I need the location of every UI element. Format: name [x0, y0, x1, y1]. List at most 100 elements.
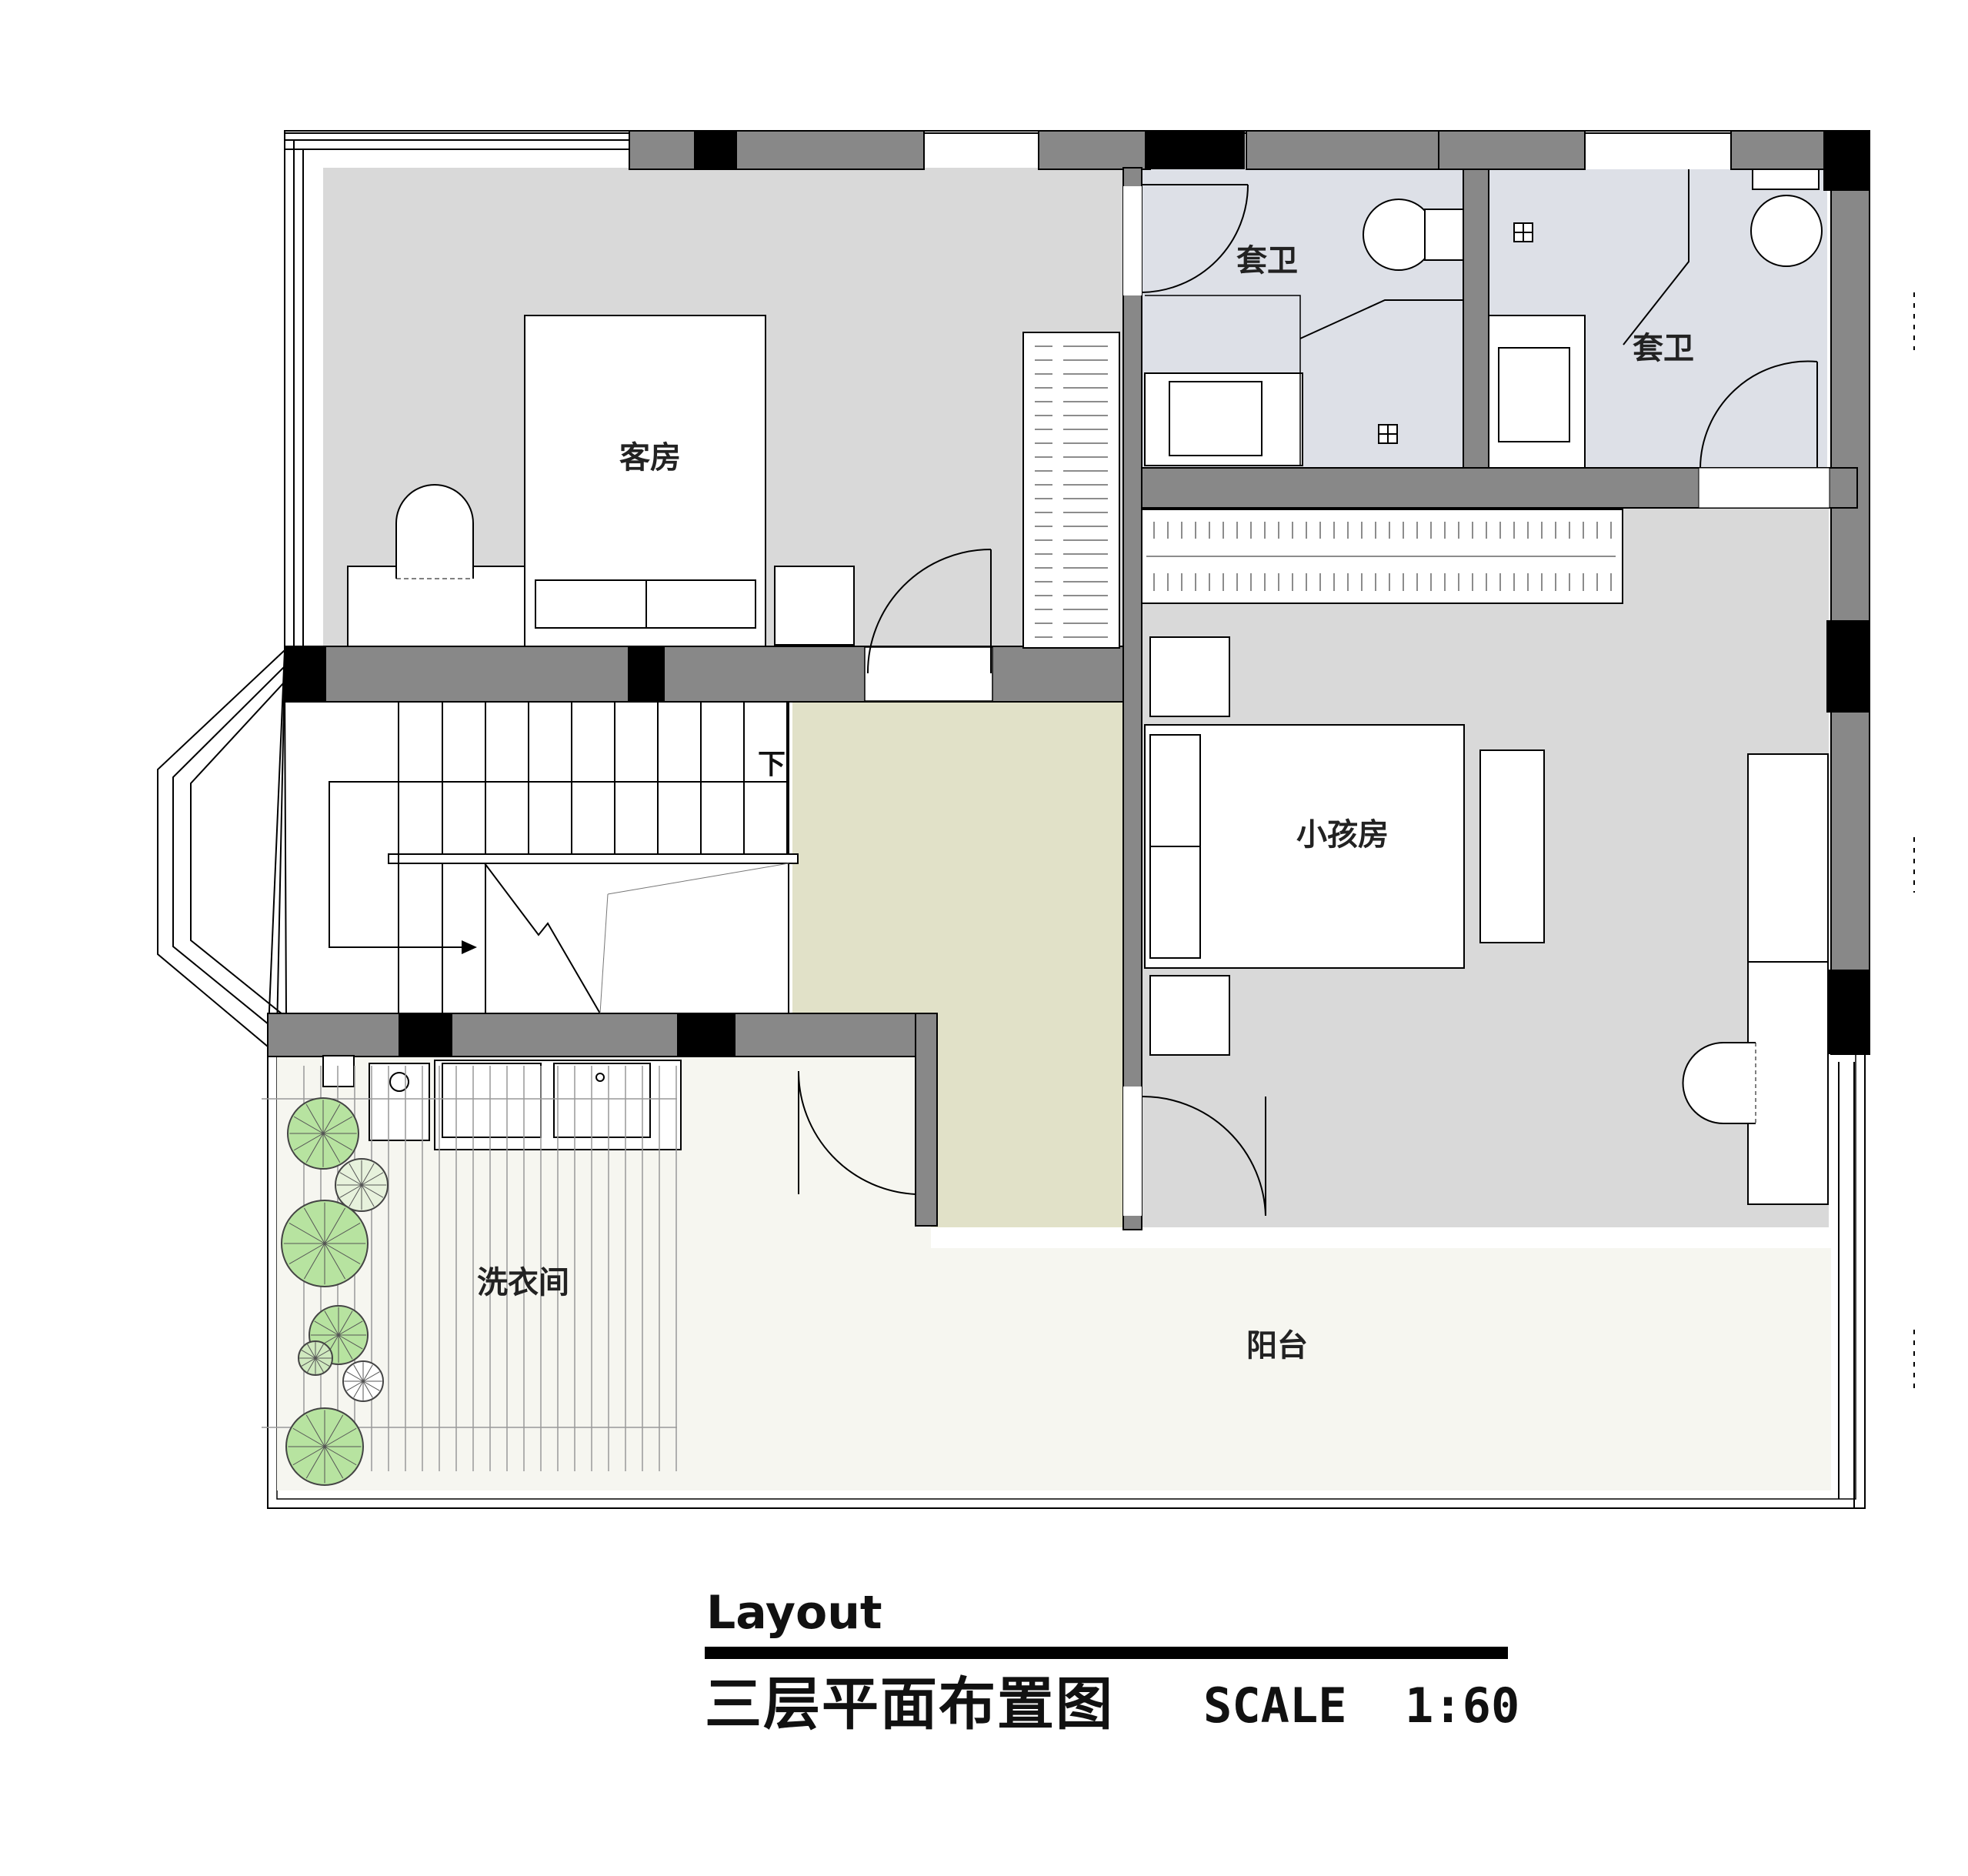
kids-chair: [1682, 1042, 1756, 1124]
plant-leaf: [292, 1446, 325, 1466]
stair-down-label: 下: [758, 749, 786, 780]
plant-leaf: [338, 1320, 363, 1336]
bathroom-1-fixtures: [1144, 199, 1464, 466]
kids-nightstand-top: [1149, 636, 1230, 717]
room-label-kids: 小孩房: [1296, 817, 1389, 853]
toilet-icon: [1750, 195, 1823, 267]
room-label-bathroom-2: 套卫: [1633, 331, 1694, 366]
plants: [281, 1097, 389, 1486]
plant-leaf: [289, 1222, 325, 1244]
plant-leaf: [324, 1427, 357, 1447]
plant-leaf: [305, 1103, 324, 1134]
plant-leaf: [362, 1364, 373, 1382]
plant-leaf: [303, 1207, 325, 1244]
scale-label: SCALE: [1203, 1677, 1347, 1734]
drawing-subtitle: 三层平面布置图: [705, 1671, 1114, 1737]
plant-leaf: [339, 1184, 362, 1198]
title-underline: [705, 1647, 1508, 1659]
wardrobe-hangers: [1035, 345, 1108, 638]
door-swing-icon: [866, 549, 992, 674]
room-label-balcony: 阳台: [1246, 1328, 1308, 1364]
plant-leaf: [307, 1357, 316, 1373]
plant-leaf: [338, 1310, 353, 1336]
laundry-fixtures: [322, 1055, 682, 1150]
plant-leaf: [303, 1243, 325, 1280]
guest-door-gap: [864, 646, 993, 702]
title-block: 三层平面布置图 SCALE 1:60: [705, 1671, 1519, 1745]
bath-1-door-gap: [1123, 186, 1142, 295]
plant-leaf: [339, 1172, 362, 1186]
plant-leaf: [324, 1310, 339, 1336]
stair-arrow-icon: [462, 940, 477, 954]
plant-leaf: [338, 1334, 353, 1360]
staircase: [329, 702, 799, 1014]
plant-leaf: [301, 1350, 316, 1359]
room-label-laundry: 洗衣间: [477, 1265, 569, 1300]
bath-2-door-gap: [1698, 467, 1830, 509]
plant-leaf: [305, 1133, 324, 1163]
plant-leaf: [289, 1243, 325, 1265]
kids-door-gap: [1123, 1087, 1142, 1216]
plant-leaf: [324, 1414, 344, 1447]
plant-leaf: [346, 1371, 364, 1382]
plant-leaf: [338, 1334, 363, 1350]
plant-leaf: [361, 1163, 375, 1186]
desk-chair: [395, 484, 474, 579]
plant-leaf: [362, 1380, 380, 1391]
plant-leaf: [305, 1414, 325, 1447]
plant-leaf: [324, 1243, 361, 1265]
plant-leaf: [324, 1222, 361, 1244]
door-swings: [797, 184, 1818, 1217]
plant-leaf: [301, 1357, 316, 1367]
plant-leaf: [349, 1184, 362, 1207]
plant-leaf: [322, 1116, 353, 1134]
plant-leaf: [322, 1103, 341, 1134]
kids-wardrobe-hangers: [1146, 522, 1616, 591]
balcony-area: [923, 1248, 1831, 1490]
door-swing-icon: [797, 1070, 916, 1195]
plant-leaf: [293, 1133, 324, 1151]
door-swing-icon: [1141, 184, 1249, 293]
plant-leaf: [362, 1371, 380, 1382]
plant-leaf: [324, 1243, 346, 1280]
kids-nightstand-bottom: [1149, 975, 1230, 1056]
plant-leaf: [322, 1133, 341, 1163]
plant-leaf: [315, 1357, 330, 1367]
plant-leaf: [314, 1320, 339, 1336]
laundry-drying-rack: [262, 1066, 677, 1471]
desk: [347, 566, 525, 647]
plant-leaf: [315, 1350, 330, 1359]
plant-leaf: [315, 1357, 324, 1373]
scale-value: 1:60: [1405, 1677, 1520, 1734]
room-label-bathroom-1: 套卫: [1236, 243, 1298, 279]
plant-leaf: [361, 1184, 375, 1207]
wardrobe: [1022, 332, 1120, 649]
plant-leaf: [361, 1172, 384, 1186]
plant-leaf: [305, 1446, 325, 1479]
nightstand: [774, 566, 855, 646]
plant-leaf: [307, 1344, 316, 1359]
plant-leaf: [293, 1116, 324, 1134]
plant-leaf: [349, 1163, 362, 1186]
plant-leaf: [322, 1133, 353, 1151]
room-label-guest: 客房: [619, 440, 681, 476]
kids-desk: [1747, 753, 1829, 1205]
door-swing-icon: [1141, 1095, 1266, 1217]
plant-leaf: [353, 1380, 364, 1398]
plant-leaf: [361, 1184, 384, 1198]
columns: [285, 131, 1870, 1057]
plant-leaf: [346, 1380, 364, 1391]
plant-leaf: [324, 1207, 346, 1244]
kids-bench: [1479, 749, 1545, 943]
bathroom-2-fixtures: [1488, 169, 1823, 469]
layout-heading: Layout: [706, 1586, 882, 1640]
plant-leaf: [353, 1364, 364, 1382]
plant-leaf: [324, 1446, 357, 1466]
plant-leaf: [324, 1446, 344, 1479]
plant-leaf: [315, 1344, 324, 1359]
toilet-icon: [1363, 199, 1435, 271]
door-swing-icon: [1699, 360, 1818, 469]
plant-leaf: [292, 1427, 325, 1447]
plant-leaf: [362, 1380, 373, 1398]
